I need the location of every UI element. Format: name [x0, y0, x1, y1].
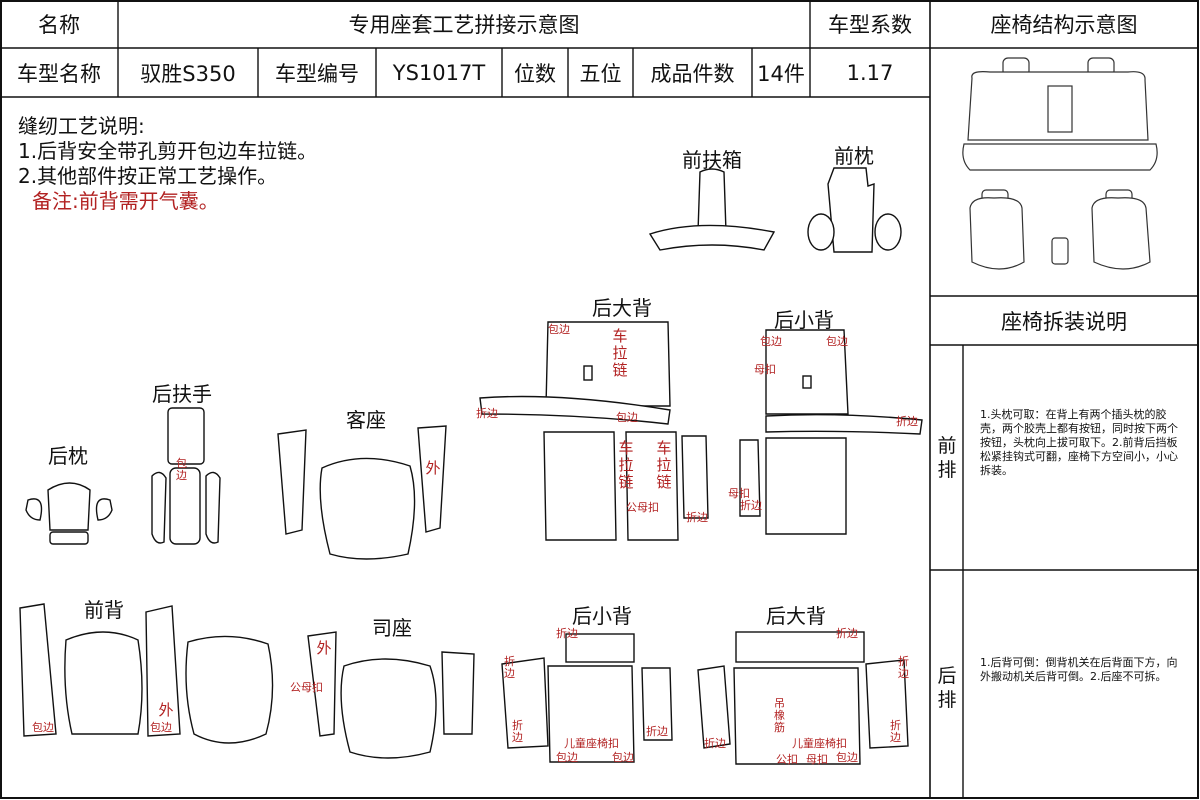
annotation-wai: 外	[425, 459, 441, 477]
annotation-baobian: 包边	[32, 721, 54, 734]
annotation-gong-kou: 公扣	[776, 753, 798, 766]
front-armrest-box-pieces	[648, 168, 776, 251]
seat-structure-illustration	[962, 57, 1158, 270]
part-label-rear-big-back-top: 后大背	[592, 296, 652, 320]
part-label-front-headrest: 前枕	[834, 144, 874, 168]
process-title: 缝纫工艺说明:	[18, 114, 145, 138]
annotation-zhebian: 折边	[740, 499, 762, 512]
annotation-che-la-lian: 车拉链	[656, 439, 672, 491]
part-label-rear-small-back-bottom: 后小背	[572, 604, 632, 628]
annotation-baobian: 包边	[826, 335, 848, 348]
rear-small-back-bottom-pieces	[501, 633, 673, 763]
front-back-pieces	[19, 603, 274, 744]
annotation-baobian: 包边	[612, 751, 634, 764]
model-value: 驭胜S350	[140, 61, 236, 86]
annotation-zhebian: 折边	[512, 719, 523, 744]
annotation-zhebian: 折边	[704, 737, 726, 750]
name-label: 名称	[38, 13, 80, 37]
annotation-zhebian: 折边	[556, 627, 578, 640]
rear-armrest-pieces	[151, 407, 221, 545]
code-value: YS1017T	[392, 60, 486, 85]
rear-row-label: 后排	[937, 665, 957, 711]
part-label-front-armrest-box: 前扶箱	[682, 148, 742, 172]
annotation-mu-kou: 母扣	[728, 487, 750, 500]
page-title: 专用座套工艺拼接示意图	[348, 13, 580, 37]
annotation-zhebian: 折边	[836, 627, 858, 640]
part-label-front-back: 前背	[84, 598, 124, 622]
annotation-diao-xiang-jin: 吊橡筋	[774, 697, 785, 734]
annotation-baobian: 包边	[176, 457, 187, 482]
annotation-zhebian: 折边	[896, 415, 918, 428]
passenger-seat-pieces	[277, 425, 447, 560]
front-row-instructions: 1.头枕可取：在背上有两个插头枕的胶壳，两个胶壳上都有按钮，同时按下两个按钮，头…	[980, 408, 1178, 477]
part-label-rear-headrest: 后枕	[48, 444, 88, 468]
annotation-che-la-lian: 车拉链	[618, 439, 634, 491]
seats-label: 位数	[514, 61, 556, 86]
front-row-label: 前排	[937, 435, 957, 481]
coef-value: 1.17	[846, 60, 894, 85]
code-label: 车型编号	[275, 61, 359, 86]
struct-title: 座椅结构示意图	[990, 13, 1138, 37]
part-label-rear-big-back-bottom: 后大背	[766, 604, 826, 628]
annotation-baobian: 包边	[616, 411, 638, 424]
part-label-rear-armrest: 后扶手	[152, 382, 212, 406]
process-step-1: 1.后背安全带孔剪开包边车拉链。	[18, 139, 318, 163]
annotation-zhebian: 折边	[504, 655, 515, 680]
annotation-zhebian: 折边	[686, 511, 708, 524]
annotation-gong-mu-kou: 公母扣	[290, 681, 323, 694]
model-label: 车型名称	[17, 61, 101, 86]
part-label-rear-small-back-top: 后小背	[774, 308, 834, 332]
annotation-baobian: 包边	[556, 751, 578, 764]
annotation-mu-kou: 母扣	[754, 363, 776, 376]
pieces-value: 14件	[757, 61, 805, 86]
annotation-zhebian: 折边	[646, 725, 668, 738]
annotation-tong-zuo-yi-kou: 儿童座椅扣	[564, 737, 619, 750]
process-step-2: 2.其他部件按正常工艺操作。	[18, 164, 278, 188]
annotation-zhebian: 折边	[476, 407, 498, 420]
rear-headrest-pieces	[25, 482, 113, 545]
annotation-gong-mu-kou: 公母扣	[626, 501, 659, 514]
seats-value: 五位	[579, 61, 622, 86]
annotation-che-la-lian: 车拉链	[612, 327, 628, 379]
annotation-zhebian: 折边	[898, 655, 909, 680]
rear-big-back-top-pieces	[479, 321, 709, 541]
rear-big-back-bottom-pieces	[697, 631, 909, 765]
annotation-baobian: 包边	[548, 323, 570, 336]
coef-label: 车型系数	[828, 13, 912, 37]
part-label-driver-seat: 司座	[372, 616, 412, 640]
rear-small-back-top-pieces	[739, 329, 923, 535]
disassembly-title: 座椅拆装说明	[1001, 309, 1127, 334]
driver-seat-pieces	[307, 631, 475, 759]
annotation-baobian: 包边	[150, 721, 172, 734]
pieces-label: 成品件数	[650, 61, 735, 86]
annotation-tong-zuo-yi-kou: 儿童座椅扣	[792, 737, 847, 750]
rear-row-instructions: 1.后背可倒：倒背机关在后背面下方，向外搬动机关后背可倒。2.后座不可拆。	[980, 656, 1178, 683]
annotation-wai: 外	[316, 639, 332, 657]
process-remark: 备注:前背需开气囊。	[32, 189, 219, 213]
annotation-wai: 外	[158, 701, 174, 719]
annotation-baobian: 包边	[836, 751, 858, 764]
front-headrest-pieces	[807, 167, 902, 253]
annotation-zhebian: 折边	[890, 719, 901, 744]
annotation-baobian: 包边	[760, 335, 782, 348]
annotation-mu-kou: 母扣	[806, 753, 828, 766]
part-label-passenger-seat: 客座	[346, 408, 386, 432]
